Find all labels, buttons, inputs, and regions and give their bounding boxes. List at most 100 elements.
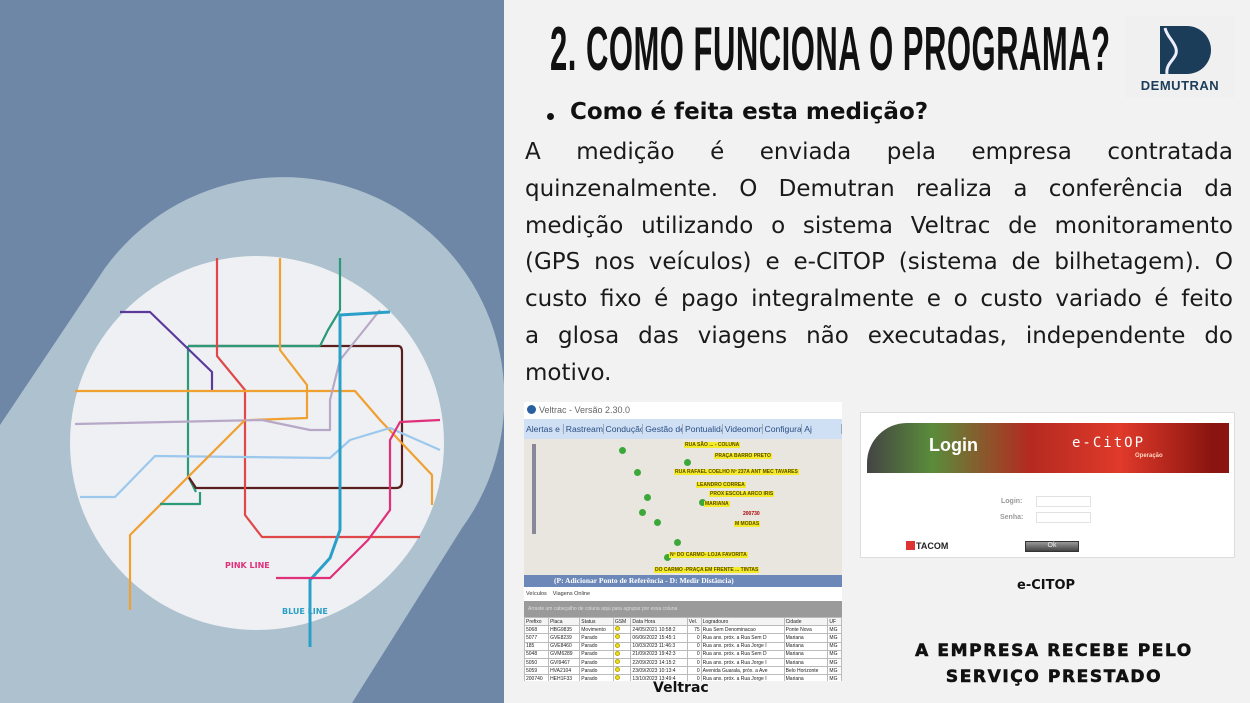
table-cell: 200740 bbox=[524, 674, 550, 681]
column-header[interactable]: UF bbox=[827, 616, 842, 627]
table-cell: GVM6289 bbox=[548, 649, 581, 659]
veltrac-screenshot: Veltrac - Versão 2.30.0 Alertas e Ex Ras… bbox=[524, 402, 842, 681]
table-cell bbox=[612, 641, 632, 651]
table-cell: 06/06/2022 15:45:1 bbox=[630, 633, 688, 643]
column-header[interactable]: Placa bbox=[548, 616, 581, 627]
login-label: Login: bbox=[1001, 498, 1023, 505]
menu-item: Alertas e Ex bbox=[524, 424, 564, 434]
table-cell: 5077 bbox=[524, 633, 550, 643]
menu-item: Rastreamen bbox=[565, 424, 604, 434]
table-cell: GVE8239 bbox=[548, 633, 581, 643]
gsm-status-icon bbox=[614, 626, 620, 632]
table-cell: 0 bbox=[686, 649, 702, 659]
table-cell: 22/09/2023 14:15:2 bbox=[630, 657, 688, 668]
table-cell: Rua anx. próx. a Rua Jorge I bbox=[700, 674, 785, 681]
pink-line-label: PINK LINE bbox=[225, 561, 270, 570]
table-cell: MG bbox=[827, 674, 842, 681]
table-cell: Ponte Nova bbox=[783, 625, 829, 635]
table-cell: Mariana bbox=[783, 649, 829, 659]
ecitop-screenshot: Login e-CitOP Operação Login: Senha: TAC… bbox=[860, 412, 1235, 558]
password-input[interactable] bbox=[1036, 512, 1091, 523]
table-cell: MG bbox=[827, 625, 842, 635]
table-cell: 5050 bbox=[524, 657, 550, 668]
banner-sub: Operação bbox=[1135, 453, 1163, 459]
table-cell bbox=[612, 674, 632, 681]
table-cell: 5059 bbox=[524, 666, 550, 676]
body-line: quinzenalmente. O Demutran realiza a con… bbox=[525, 175, 1233, 202]
column-header[interactable]: Logradouro bbox=[700, 616, 785, 627]
column-header[interactable]: Cidade bbox=[783, 616, 829, 627]
column-header[interactable]: Vel. bbox=[686, 616, 702, 627]
table-cell: 21/09/2023 19:42:3 bbox=[630, 649, 688, 659]
bullet-text: Como é feita esta medição? bbox=[570, 99, 929, 125]
tab-viagens-online[interactable]: Viagens Online bbox=[552, 591, 590, 597]
slide-title: 2. COMO FUNCIONA O PROGRAMA? bbox=[550, 15, 1111, 84]
table-cell bbox=[612, 625, 632, 635]
map-label: 200730 bbox=[743, 511, 760, 517]
gsm-status-icon bbox=[614, 651, 620, 656]
table-cell: 0 bbox=[686, 641, 702, 651]
column-header[interactable]: GSM bbox=[612, 616, 632, 627]
table-cell: 185 bbox=[524, 641, 550, 651]
table-cell: MG bbox=[827, 666, 842, 676]
password-label: Senha: bbox=[1000, 514, 1024, 521]
group-hint: Arraste um cabeçalho de coluna aqui para… bbox=[524, 601, 842, 617]
gsm-status-icon bbox=[614, 659, 620, 665]
table-cell: Parado bbox=[579, 666, 614, 676]
table-cell: HBG9835 bbox=[548, 625, 581, 635]
table-cell: MG bbox=[827, 657, 842, 668]
banner-product: e-CitOP bbox=[1072, 435, 1146, 451]
map-label: DO CARMO -PRAÇA EM FRENTE ... TINTAS bbox=[654, 567, 760, 573]
table-cell: 0 bbox=[686, 657, 702, 668]
table-cell: 75 bbox=[686, 625, 702, 635]
column-header[interactable]: Status bbox=[579, 616, 614, 627]
veltrac-caption: Veltrac bbox=[653, 680, 709, 696]
veltrac-window-title: Veltrac - Versão 2.30.0 bbox=[539, 405, 631, 415]
body-line: a glosa das viagens não executadas, inde… bbox=[525, 322, 1233, 349]
veltrac-app-icon bbox=[527, 405, 536, 414]
menu-item: Gestão de M bbox=[643, 424, 683, 434]
map-label: PROX ESCOLA ARCO IRIS bbox=[709, 491, 775, 497]
table-cell: Mariana bbox=[783, 641, 829, 651]
ok-button[interactable]: Ok bbox=[1025, 541, 1079, 552]
table-cell: MG bbox=[827, 649, 842, 659]
veltrac-titlebar: Veltrac - Versão 2.30.0 bbox=[524, 402, 842, 419]
login-input[interactable] bbox=[1036, 496, 1091, 507]
table-cell: 5068 bbox=[524, 625, 550, 635]
table-cell: Movimento bbox=[579, 625, 614, 635]
tacom-logo: TACOM bbox=[906, 541, 948, 551]
ecitop-caption: e-CITOP bbox=[1017, 578, 1076, 593]
table-cell: 5048 bbox=[524, 649, 550, 659]
menu-item: Configuraç bbox=[764, 424, 803, 434]
body-line: (GPS nos veículos) e e-CITOP (sistema de… bbox=[525, 249, 1233, 276]
logo-text: DEMUTRAN bbox=[1140, 78, 1220, 93]
gsm-status-icon bbox=[614, 667, 620, 673]
table-cell: 24/05/2021 10:58:2 bbox=[630, 625, 688, 635]
bottom-line-2: SERVIÇO PRESTADO bbox=[945, 667, 1163, 688]
map-label: Nº DO CARMO- LOJA FAVORITA bbox=[669, 552, 748, 558]
table-cell: Avenida Guarala, próx. a Ave bbox=[700, 666, 785, 676]
table-cell: Parado bbox=[579, 657, 614, 668]
table-cell bbox=[612, 633, 632, 643]
zoom-slider[interactable] bbox=[532, 444, 536, 534]
map-label: M MODAS bbox=[734, 521, 761, 527]
menu-item: Videomonit bbox=[723, 424, 763, 434]
map-label: RUA RAFAEL COELHO Nº 237A ANT MEC TAVARE… bbox=[674, 469, 799, 475]
tab-veiculos[interactable]: Veículos bbox=[526, 591, 547, 597]
column-header[interactable]: Prefixo bbox=[524, 616, 550, 627]
table-cell: Parado bbox=[579, 674, 614, 681]
menu-item: Pontualidac bbox=[685, 424, 723, 434]
table-cell: Parado bbox=[579, 641, 614, 651]
table-cell: Rua anx. próx. a Rua Sem D bbox=[700, 633, 785, 643]
column-header[interactable]: Data Hora bbox=[630, 616, 688, 627]
table-cell: 10/03/2023 11:46:3 bbox=[630, 641, 688, 651]
table-cell: 0 bbox=[686, 633, 702, 643]
